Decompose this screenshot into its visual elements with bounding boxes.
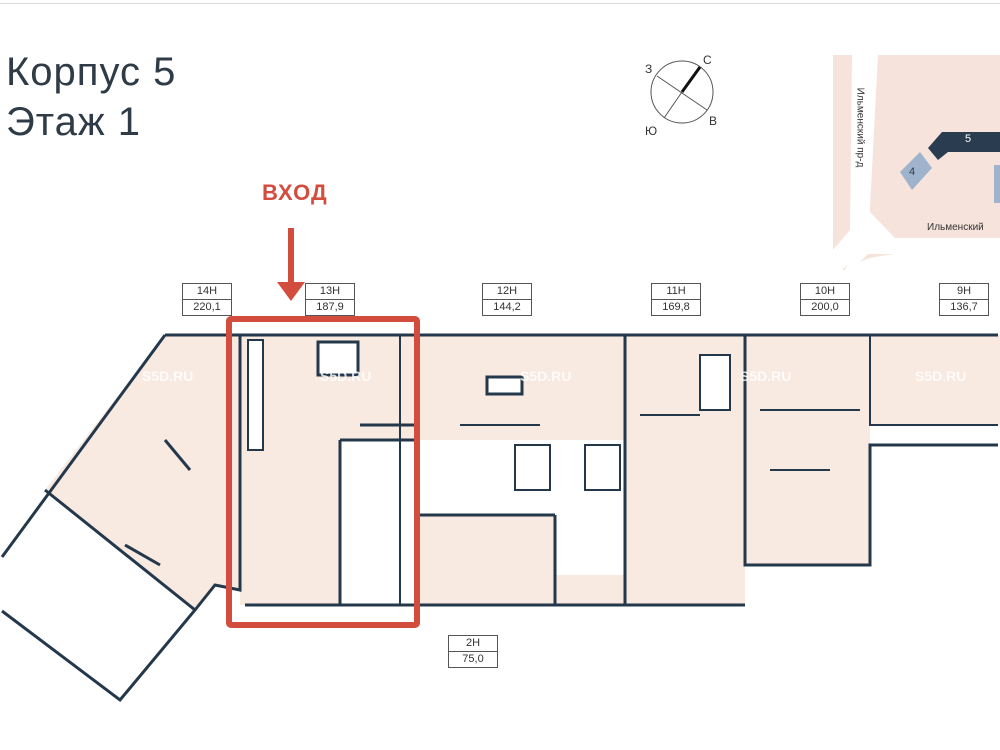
street-vertical: Ильменский пр-д xyxy=(854,87,866,168)
unit-label-9n[interactable]: 9Н 136,7 xyxy=(939,283,989,316)
floor-title: Этаж 1 xyxy=(6,100,141,144)
unit-id: 11Н xyxy=(666,285,686,297)
watermark: S5D.RU xyxy=(320,368,372,384)
entrance-label: ВХОД xyxy=(262,180,328,205)
unit-area: 169,8 xyxy=(652,299,700,315)
unit-label-2n[interactable]: 2Н 75,0 xyxy=(448,635,498,668)
unit-label-10n[interactable]: 10Н 200,0 xyxy=(800,283,850,316)
watermark: S5D.RU xyxy=(740,368,792,384)
building-5-label: 5 xyxy=(965,133,972,145)
unit-area: 75,0 xyxy=(449,651,497,667)
site-map xyxy=(833,55,1000,270)
compass-icon xyxy=(650,60,714,124)
unit-label-14n[interactable]: 14Н 220,1 xyxy=(182,283,232,316)
walls xyxy=(0,333,998,703)
building-5-shape xyxy=(928,132,1000,160)
street-horizontal: Ильменский xyxy=(927,222,984,233)
unit-id: 12Н xyxy=(496,285,518,297)
unit-id: 2Н xyxy=(465,637,481,649)
watermark: S5D.RU xyxy=(520,368,572,384)
top-border xyxy=(0,0,1000,4)
entrance-arrow-icon xyxy=(277,228,305,301)
unit-id: 9Н xyxy=(956,285,972,297)
watermark: S5D.RU xyxy=(142,368,194,384)
building-title: Корпус 5 xyxy=(6,50,177,94)
unit-area: 187,9 xyxy=(306,299,354,315)
unit-id: 13Н xyxy=(319,285,341,297)
compass-south: Ю xyxy=(645,124,658,138)
watermark: S5D.RU xyxy=(915,368,967,384)
unit-area: 220,1 xyxy=(183,299,231,315)
unit-label-11n[interactable]: 11Н 169,8 xyxy=(651,283,701,316)
floor-areas xyxy=(45,335,1000,610)
unit-area: 144,2 xyxy=(483,299,531,315)
unit-area: 200,0 xyxy=(801,299,849,315)
building-4-label: 4 xyxy=(909,166,916,178)
unit-area: 136,7 xyxy=(940,299,988,315)
compass-west: З xyxy=(645,62,653,76)
entrance-highlight xyxy=(226,316,420,628)
unit-label-13n[interactable]: 13Н 187,9 xyxy=(305,283,355,316)
unit-label-12n[interactable]: 12Н 144,2 xyxy=(482,283,532,316)
building-4-shape xyxy=(900,152,932,190)
unit-id: 14Н xyxy=(196,285,218,297)
compass-north: С xyxy=(703,53,712,67)
compass-east: В xyxy=(709,114,718,128)
unit-id: 10Н xyxy=(814,285,836,297)
